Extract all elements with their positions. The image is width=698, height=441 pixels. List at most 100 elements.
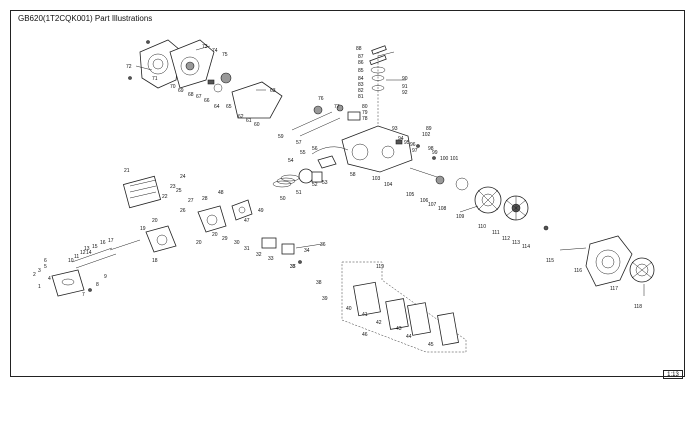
part-label: 57 xyxy=(296,140,302,146)
part-label: 90 xyxy=(402,76,408,82)
part-label: 39 xyxy=(322,296,328,302)
part-label: 18 xyxy=(152,258,158,264)
part-label: 79 xyxy=(362,110,368,116)
page-title: GB620(1T2CQK001) Part Illustrations xyxy=(18,14,153,23)
part-label: 1 xyxy=(38,284,41,290)
part-label: 3 xyxy=(38,268,41,274)
breather-tube xyxy=(311,146,349,155)
part-label: 26 xyxy=(180,208,186,214)
part-label: 16 xyxy=(100,240,106,246)
part-label: 106 xyxy=(420,198,429,204)
part-label: 6 xyxy=(44,258,47,264)
part-label: 15 xyxy=(92,244,98,250)
part-label: 80 xyxy=(362,104,368,110)
part-label: 4 xyxy=(48,276,51,282)
fastener-marks xyxy=(88,40,549,292)
cooling-fan xyxy=(503,195,529,221)
part-label: 70 xyxy=(170,84,176,90)
part-label: 109 xyxy=(456,214,465,220)
part-label: 95 xyxy=(404,140,410,146)
part-label: 93 xyxy=(392,126,398,132)
part-label: 50 xyxy=(280,196,286,202)
gear-set xyxy=(207,72,232,93)
part-label: 32 xyxy=(256,252,262,258)
part-label: 105 xyxy=(406,192,415,198)
part-label: 7 xyxy=(82,292,85,298)
part-label: 89 xyxy=(426,126,432,132)
part-label: 61 xyxy=(246,118,252,124)
part-label: 71 xyxy=(152,76,158,82)
drawing-frame xyxy=(10,10,685,377)
part-label: 117 xyxy=(610,286,618,292)
part-label: 68 xyxy=(188,92,194,98)
part-label: 33 xyxy=(268,256,274,262)
leader-lines xyxy=(109,45,645,296)
part-label: 14 xyxy=(86,250,92,256)
part-label: 110 xyxy=(478,224,486,230)
part-label: 116 xyxy=(574,268,582,274)
part-labels: 1 2 3 4 5 6 7 8 9 10 11 12 13 14 15 16 1… xyxy=(33,44,642,348)
part-label: 30 xyxy=(234,240,240,246)
part-label: 23 xyxy=(170,184,176,190)
part-label: 108 xyxy=(438,206,447,212)
part-label: 17 xyxy=(108,238,114,244)
part-label: 104 xyxy=(384,182,393,188)
part-label: 100 xyxy=(440,156,449,162)
part-label: 69 xyxy=(178,88,184,94)
hardware-row xyxy=(71,247,117,269)
part-label: 35 xyxy=(290,264,296,270)
part-label: 49 xyxy=(258,208,264,214)
part-label: 73 xyxy=(202,44,208,50)
part-label: 58 xyxy=(350,172,356,178)
part-label: 51 xyxy=(296,190,302,196)
part-label: 76 xyxy=(318,96,324,102)
part-label: 8 xyxy=(96,282,99,288)
part-label: 20 xyxy=(196,240,202,246)
part-label: 66 xyxy=(204,98,210,104)
carburetor xyxy=(197,205,227,233)
cylinder-block xyxy=(341,125,413,173)
part-label: 5 xyxy=(44,264,47,270)
muffler xyxy=(122,175,162,209)
part-label: 36 xyxy=(320,242,326,248)
part-label: 87 xyxy=(358,54,364,60)
part-label: 44 xyxy=(406,334,412,340)
part-label: 64 xyxy=(214,104,220,110)
part-label: 19 xyxy=(140,226,146,232)
part-label: 42 xyxy=(376,320,382,326)
part-label: 34 xyxy=(304,248,310,254)
part-label: 101 xyxy=(450,156,459,162)
part-label: 81 xyxy=(358,94,364,100)
part-label: 72 xyxy=(126,64,132,70)
part-label: 114 xyxy=(522,244,530,250)
part-label: 85 xyxy=(358,68,364,74)
part-label: 56 xyxy=(312,146,318,152)
part-label: 115 xyxy=(546,258,554,264)
part-label: 74 xyxy=(212,48,218,54)
part-label: 29 xyxy=(222,236,228,242)
part-label: 47 xyxy=(244,218,250,224)
part-label: 97 xyxy=(412,148,418,154)
part-label: 88 xyxy=(356,46,362,52)
valve-train xyxy=(291,104,361,137)
part-label: 54 xyxy=(288,158,294,164)
part-label: 112 xyxy=(502,236,510,242)
part-label: 11 xyxy=(74,254,79,260)
part-label: 60 xyxy=(254,122,260,128)
part-label: 98 xyxy=(428,146,434,152)
ignition-coil xyxy=(261,237,295,255)
part-label: 22 xyxy=(162,194,168,200)
part-label: 102 xyxy=(422,132,431,138)
crankcase-side xyxy=(169,39,215,89)
part-label: 82 xyxy=(358,88,364,94)
part-label: 92 xyxy=(402,90,408,96)
part-label: 45 xyxy=(428,342,434,348)
part-label: 111 xyxy=(492,230,500,236)
part-label: 38 xyxy=(316,280,322,286)
part-label: 21 xyxy=(124,168,130,174)
part-label: 96 xyxy=(410,142,416,148)
part-label: 24 xyxy=(180,174,186,180)
part-label: 25 xyxy=(176,188,182,194)
crankshaft xyxy=(409,167,469,191)
